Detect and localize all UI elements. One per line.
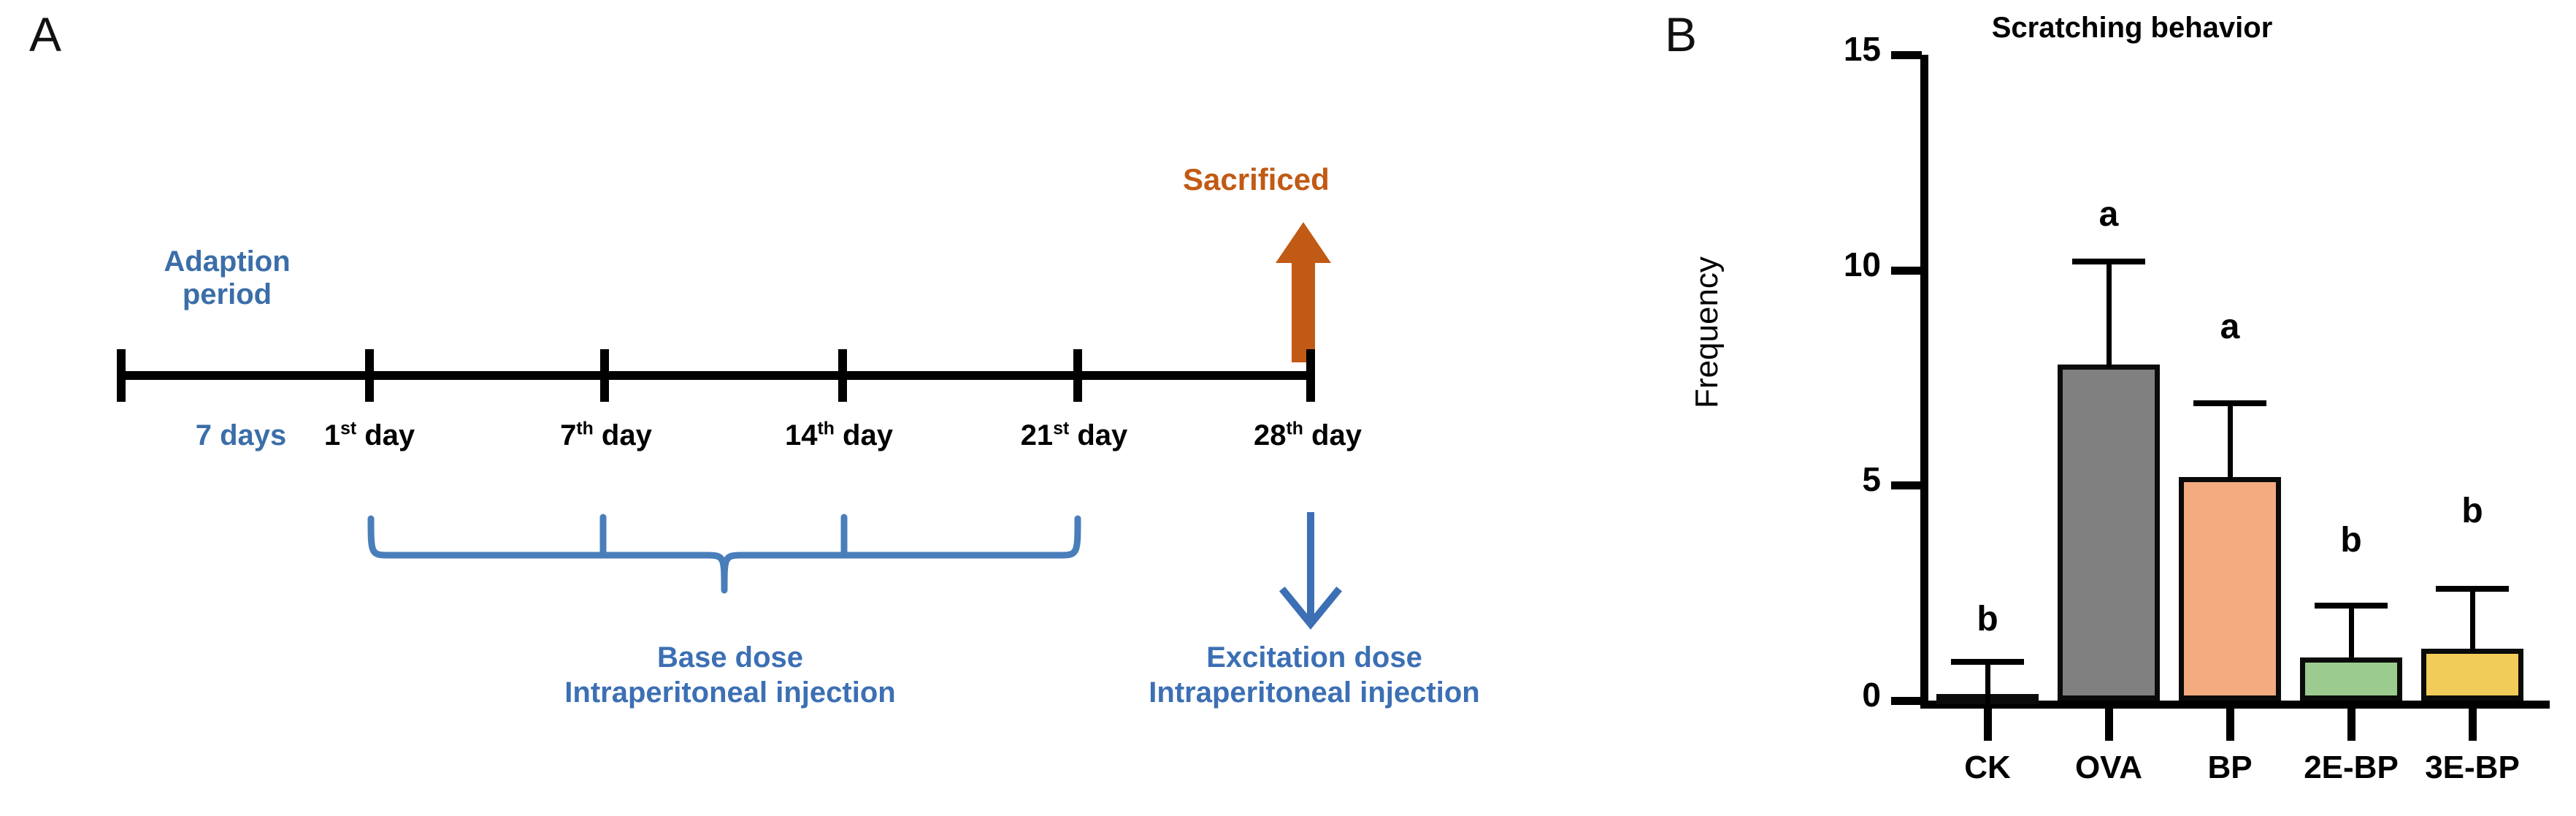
x-tick-3e-bp bbox=[2469, 709, 2477, 741]
x-axis-line bbox=[1920, 701, 2550, 709]
timeline-label-day-28-suffix: day bbox=[1303, 419, 1362, 451]
significance-letter-3e-bp: b bbox=[2461, 492, 2483, 530]
timeline-axis-line bbox=[117, 371, 1314, 380]
chart-title: Scratching behavior bbox=[1991, 12, 2273, 44]
timeline-label-day-7: 7th day bbox=[504, 419, 708, 452]
adaption-period-line1: Adaption bbox=[164, 245, 291, 278]
timeline-label-7-days: 7 days bbox=[139, 419, 343, 452]
y-tick-15 bbox=[1891, 51, 1922, 59]
base-dose-line2: Intraperitoneal injection bbox=[564, 676, 896, 709]
x-tick-label-bp: BP bbox=[2207, 750, 2253, 785]
adaption-period-label: Adaption period bbox=[107, 245, 348, 311]
timeline-label-day-1: 1st day bbox=[267, 419, 472, 452]
timeline-label-day-28-sup: th bbox=[1286, 419, 1303, 439]
timeline-label-day-1-sup: st bbox=[340, 419, 357, 439]
y-axis-title: Frequency bbox=[1689, 256, 1725, 408]
error-bar-2e-bp bbox=[2349, 606, 2354, 660]
timeline-label-7-days-text: 7 days bbox=[195, 419, 287, 451]
bar-2e-bp bbox=[2300, 657, 2402, 701]
excitation-dose-line1: Excitation dose bbox=[1206, 641, 1422, 674]
y-tick-label-15: 15 bbox=[1843, 30, 1881, 68]
timeline-label-day-21-num: 21 bbox=[1020, 419, 1054, 451]
y-tick-label-5: 5 bbox=[1862, 460, 1881, 498]
excitation-dose-label: Excitation dose Intraperitoneal injectio… bbox=[1037, 640, 1592, 710]
x-tick-label-3e-bp: 3E-BP bbox=[2425, 750, 2520, 785]
base-dose-label: Base dose Intraperitoneal injection bbox=[409, 640, 1051, 710]
adaption-period-line2: period bbox=[182, 278, 272, 310]
error-cap-2e-bp bbox=[2315, 603, 2388, 609]
error-cap-ova bbox=[2072, 259, 2145, 264]
y-tick-5 bbox=[1891, 481, 1922, 489]
error-cap-3e-bp bbox=[2436, 586, 2509, 592]
error-bar-ova bbox=[2107, 262, 2112, 367]
x-tick-2e-bp bbox=[2347, 709, 2355, 741]
error-bar-3e-bp bbox=[2470, 589, 2475, 652]
x-tick-ck bbox=[1984, 709, 1992, 741]
significance-letter-2e-bp: b bbox=[2340, 521, 2362, 560]
sacrificed-label: Sacrificed bbox=[1183, 162, 1330, 197]
excitation-dose-line2: Intraperitoneal injection bbox=[1149, 676, 1480, 709]
y-tick-label-0: 0 bbox=[1862, 676, 1881, 714]
timeline-label-day-1-num: 1 bbox=[323, 419, 341, 451]
timeline-label-day-7-suffix: day bbox=[593, 419, 652, 451]
x-tick-label-2e-bp: 2E-BP bbox=[2304, 750, 2399, 785]
error-bar-bp bbox=[2228, 403, 2233, 480]
timeline-label-day-21-sup: st bbox=[1053, 419, 1070, 439]
x-tick-label-ova: OVA bbox=[2074, 750, 2143, 785]
y-axis-line bbox=[1920, 55, 1928, 709]
timeline-tick-4 bbox=[1073, 349, 1082, 402]
timeline-tick-0 bbox=[117, 349, 126, 402]
timeline-label-day-28-num: 28 bbox=[1254, 419, 1287, 451]
y-tick-10 bbox=[1891, 267, 1922, 275]
timeline-tick-3 bbox=[838, 349, 847, 402]
timeline-label-day-7-num: 7 bbox=[560, 419, 577, 451]
panel-a-experimental-timeline: A Adaption period Sacrificed 7 days 1st … bbox=[29, 7, 1592, 710]
y-tick-0 bbox=[1891, 697, 1922, 705]
significance-letter-ck: b bbox=[1977, 600, 1998, 638]
error-cap-ck bbox=[1951, 659, 2024, 665]
panel-b-scratching-behavior-chart: B Scratching behavior Frequency 0 5 10 1… bbox=[1636, 0, 2576, 816]
timeline-tick-5 bbox=[1306, 349, 1315, 402]
timeline-tick-2 bbox=[600, 349, 609, 402]
timeline-label-day-7-sup: th bbox=[576, 419, 594, 439]
timeline-label-day-14-suffix: day bbox=[834, 419, 893, 451]
bar-ova bbox=[2058, 365, 2160, 701]
bar-bp bbox=[2179, 477, 2281, 701]
error-cap-bp bbox=[2193, 400, 2266, 406]
significance-letter-ova: a bbox=[2098, 195, 2119, 234]
y-tick-label-10: 10 bbox=[1843, 245, 1881, 283]
significance-letter-bp: a bbox=[2220, 308, 2240, 346]
timeline-tick-1 bbox=[365, 349, 374, 402]
timeline-label-day-14-sup: th bbox=[817, 419, 835, 439]
x-tick-ova bbox=[2105, 709, 2113, 741]
timeline-label-day-28: 28th day bbox=[1202, 419, 1414, 452]
timeline-label-day-14: 14th day bbox=[733, 419, 945, 452]
panel-b-letter: B bbox=[1665, 7, 1698, 61]
sacrificed-up-arrow-icon bbox=[1276, 222, 1331, 362]
timeline-label-day-21: 21st day bbox=[968, 419, 1180, 452]
timeline-label-day-21-suffix: day bbox=[1069, 419, 1128, 451]
bar-3e-bp bbox=[2421, 649, 2523, 701]
timeline-label-day-1-suffix: day bbox=[356, 419, 415, 451]
excitation-dose-down-arrow-icon bbox=[1279, 512, 1343, 630]
base-dose-line1: Base dose bbox=[656, 641, 804, 674]
timeline-label-day-14-num: 14 bbox=[785, 419, 818, 451]
x-tick-label-ck: CK bbox=[1964, 750, 2011, 785]
panel-a-letter: A bbox=[29, 7, 62, 61]
base-dose-brace-icon bbox=[367, 514, 1081, 594]
x-tick-bp bbox=[2226, 709, 2234, 741]
error-bar-ck bbox=[1985, 662, 1990, 707]
